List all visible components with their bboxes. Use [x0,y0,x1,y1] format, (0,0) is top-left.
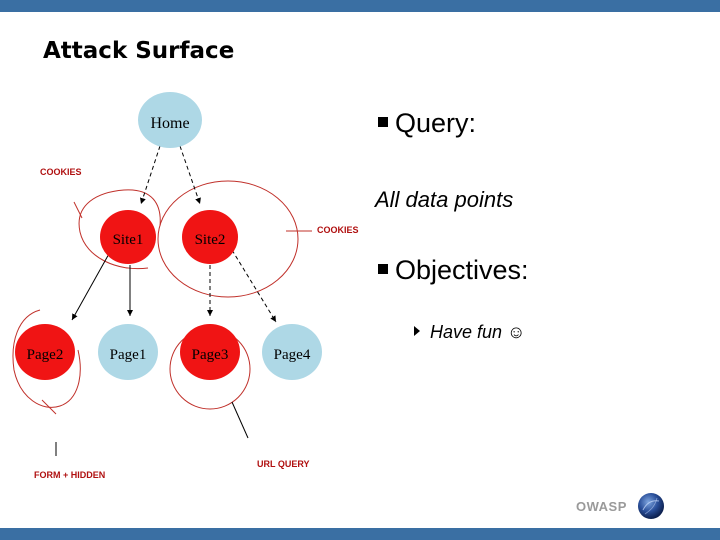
top-bar [0,0,720,12]
cookies-left-leader [73,201,83,219]
edge-site2-page4 [231,249,277,323]
cookies-left-label: COOKIES [40,167,82,177]
bullet-query-sub: All data points [375,187,514,212]
square-bullet-icon [378,116,388,127]
node-site2-label: Site2 [195,232,226,248]
node-home-label: Home [150,115,189,132]
edge-home-site1 [140,145,161,205]
node-page1: Page1 [98,324,158,380]
bullet-objectives-text: Objectives: [395,255,529,285]
edge-site1-page2 [71,251,111,321]
node-page1-label: Page1 [110,347,147,363]
triangle-bullet-icon [414,326,420,337]
bullet-objectives-sub: Have fun ☺ [414,322,525,343]
attack-surface-diagram: Home Site1 Site2 Page2 Page1 Page3 Page4… [12,92,359,480]
node-page3-label: Page3 [192,347,229,363]
cookies-right-label: COOKIES [317,225,359,235]
node-site2: Site2 [182,210,238,264]
site1-surface-outline [78,189,161,270]
node-home: Home [138,92,202,148]
bullet-query: Query: [378,108,476,139]
node-site1-label: Site1 [113,232,144,248]
url-query-label: URL QUERY [257,459,310,469]
bullet-query-text: Query: [395,108,477,138]
url-query-leader [231,401,249,439]
node-page4: Page4 [262,324,322,380]
node-site1: Site1 [100,210,156,264]
form-hidden-label: FORM + HIDDEN [34,470,105,480]
globe-logo-icon [638,493,664,519]
bullet-objectives-sub-text: Have fun ☺ [430,322,526,342]
form-hidden-leader-a [41,399,57,415]
page2-surface-outline [12,309,81,408]
slide-title: Attack Surface [43,38,235,64]
node-page3: Page3 [180,324,240,380]
node-page2: Page2 [15,324,75,380]
edge-home-site2 [179,145,201,205]
node-page4-label: Page4 [274,347,311,363]
bullet-objectives: Objectives: [378,255,529,286]
square-bullet-icon [378,263,388,274]
node-page2-label: Page2 [27,347,64,363]
bottom-bar [0,528,720,540]
footer-brand: OWASP [576,499,627,514]
site2-surface-outline [157,180,299,298]
